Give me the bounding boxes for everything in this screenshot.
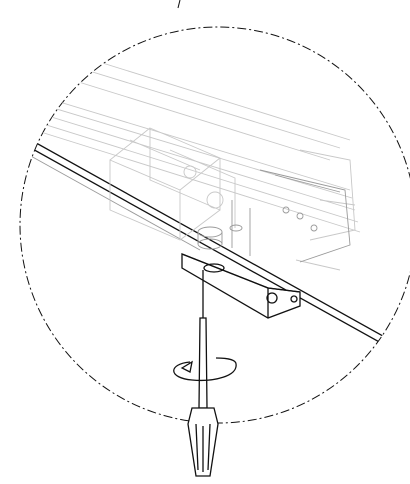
hinge-bracket-ghost	[109, 127, 236, 241]
detail-callout-circle	[19, 26, 410, 424]
callout-leader-line	[177, 0, 181, 9]
rotate-arrow-icon	[173, 357, 237, 382]
rail-assembly-ghost	[20, 55, 361, 271]
rail-profile	[231, 169, 351, 263]
mounting-plate	[181, 253, 301, 319]
screwdriver-icon	[187, 270, 219, 477]
adjustment-screw	[197, 224, 243, 250]
bottom-rail	[20, 133, 391, 349]
